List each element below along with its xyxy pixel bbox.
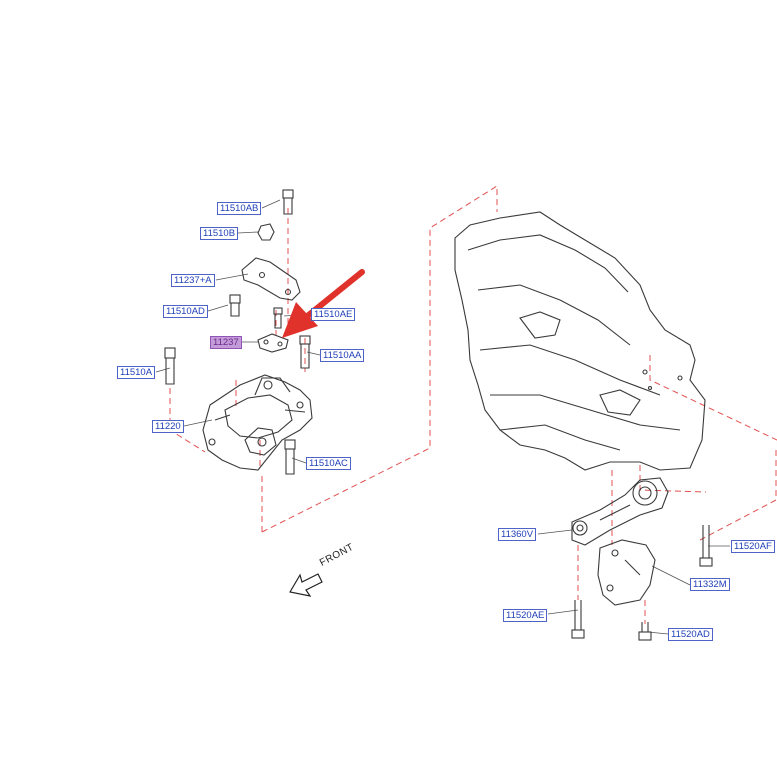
part-label-11510ad: 11510AD	[163, 305, 208, 318]
red-pointer-arrow	[282, 269, 365, 338]
left-bolts	[164, 189, 311, 475]
plate-11237	[257, 333, 289, 353]
part-label-11510ae: 11510AE	[311, 308, 356, 321]
bracket-11237a	[241, 257, 301, 301]
part-label-11360v: 11360V	[498, 528, 537, 541]
engine-outline	[454, 211, 706, 471]
part-label-11520af: 11520AF	[731, 540, 775, 553]
part-label-11237a: 11237+A	[171, 274, 215, 287]
part-label-11510b: 11510B	[200, 227, 239, 240]
part-label-11510aa: 11510AA	[320, 349, 365, 362]
part-label-11520ae: 11520AE	[503, 609, 548, 622]
part-label-11510ac: 11510AC	[306, 457, 351, 470]
front-direction-arrow	[289, 573, 323, 597]
right-bolts	[571, 525, 713, 641]
part-label-11510a: 11510A	[117, 366, 156, 379]
part-label-11237-highlighted: 11237	[210, 336, 242, 349]
torque-rod-11360v	[571, 477, 669, 546]
label-leaders	[155, 199, 730, 635]
part-label-11510ab: 11510AB	[217, 202, 262, 215]
part-label-11520ad: 11520AD	[668, 628, 713, 641]
bracket-11332m	[597, 539, 656, 606]
part-label-11220: 11220	[152, 420, 184, 433]
assembly-leader-lines	[169, 185, 777, 624]
part-label-11332m: 11332M	[690, 578, 730, 591]
left-mount-11220	[202, 374, 313, 471]
